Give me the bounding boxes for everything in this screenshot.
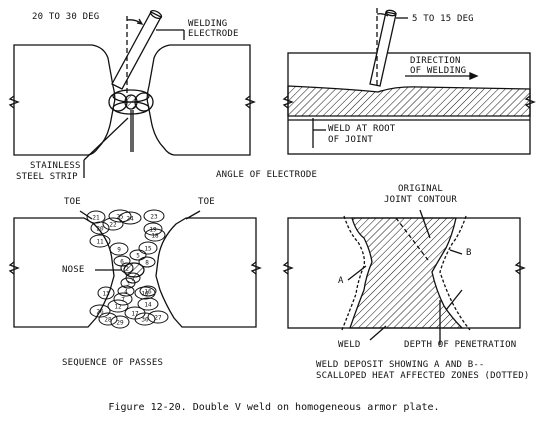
weld-pass-number: 16	[144, 289, 152, 296]
weld-pass	[120, 277, 136, 289]
weld-pass	[138, 241, 158, 255]
panel-sequence: 1234567891011121314151617181920212223242…	[8, 209, 262, 329]
direction-label-2: OF WELDING	[410, 66, 467, 76]
weld-pass-number: 17	[131, 311, 139, 318]
weld-label: WELD	[338, 340, 361, 350]
panel-direction	[282, 8, 536, 155]
welding-electrode-label-2: ELECTRODE	[188, 29, 239, 39]
weld-pass	[86, 210, 106, 224]
weld-pass	[144, 228, 166, 242]
weld-pass-number: 28	[104, 317, 112, 324]
weld-pass-number: 1	[131, 276, 135, 283]
weld-pass	[102, 217, 124, 231]
panel-electrode-angle	[8, 9, 256, 178]
weld-pass-number: 9	[117, 247, 121, 254]
weld-pass	[137, 297, 159, 311]
weld-pass-number: 11	[96, 239, 104, 246]
weld-pass-number: 27	[154, 315, 162, 322]
weld-pass-number: 15	[144, 246, 152, 253]
weld-pass	[118, 211, 142, 225]
weld-pass-number: 18	[151, 233, 159, 240]
angle-label-left: 20 TO 30 DEG	[32, 12, 100, 22]
weld-pass	[107, 299, 129, 313]
sequence-of-passes-label: SEQUENCE OF PASSES	[62, 358, 164, 368]
weld-pass-number: 23	[150, 214, 158, 221]
original-contour-label-2: JOINT CONTOUR	[384, 195, 458, 205]
weld-pass-number: 10	[141, 291, 149, 298]
weld-deposit-label-1: WELD DEPOSIT SHOWING A AND B--	[316, 360, 485, 370]
weld-pass	[134, 312, 156, 326]
weld-pass-number: 8	[145, 260, 149, 267]
direction-label-1: DIRECTION	[410, 56, 461, 66]
weld-pass	[113, 255, 131, 267]
weld-pass-number: 26	[96, 309, 104, 316]
stainless-label-2: STEEL STRIP	[16, 172, 78, 182]
angle-of-electrode-label: ANGLE OF ELECTRODE	[216, 170, 318, 180]
weld-root-label-2: OF JOINT	[328, 135, 373, 145]
depth-of-penetration-label: DEPTH OF PENETRATION	[404, 340, 517, 350]
weld-pass-number: 30	[141, 317, 149, 324]
weld-pass-number: 12	[114, 304, 122, 311]
weld-pass	[147, 310, 169, 324]
weld-pass-number: 19	[149, 227, 157, 234]
weld-pass	[143, 222, 163, 236]
weld-pass	[143, 209, 165, 223]
weld-pass-number: 20	[96, 226, 104, 233]
weld-pass	[129, 249, 147, 261]
weld-pass-number: 22	[109, 222, 117, 229]
weld-pass	[117, 285, 135, 297]
weld-root-label-1: WELD AT ROOT	[328, 124, 396, 134]
weld-pass-number: 14	[144, 302, 152, 309]
weld-pass-number: 13	[102, 291, 110, 298]
weld-pass	[113, 292, 133, 306]
toe-label-right: TOE	[198, 197, 215, 207]
weld-pass	[109, 242, 129, 256]
weld-pass	[98, 312, 118, 326]
panel-weld-deposit	[282, 209, 526, 345]
weld-pass-number: 5	[136, 253, 140, 260]
figure-caption: Figure 12-20. Double V weld on homogeneo…	[108, 402, 440, 413]
weld-pass	[138, 256, 156, 268]
stainless-label-1: STAINLESS	[30, 161, 81, 171]
weld-pass-number: 3	[126, 281, 130, 288]
original-contour-label-1: ORIGINAL	[398, 184, 443, 194]
label-b: B	[466, 248, 472, 258]
weld-pass	[89, 234, 111, 248]
nose-label: NOSE	[62, 265, 85, 275]
weld-deposit-label-2: SCALLOPED HEAT AFFECTED ZONES (DOTTED)	[316, 371, 530, 381]
weld-pass-number: 7	[121, 297, 125, 304]
weld-pass-number: 4	[124, 289, 128, 296]
weld-pass	[108, 209, 132, 223]
weld-pass	[139, 285, 157, 297]
weld-pass-number: 21	[92, 215, 100, 222]
weld-pass	[110, 315, 130, 329]
weld-pass-number: 25	[116, 214, 124, 221]
toe-label-left: TOE	[64, 197, 81, 207]
welding-electrode-label-1: WELDING	[188, 19, 228, 29]
weld-pass-number: 6	[120, 259, 124, 266]
weld-pass	[97, 286, 115, 300]
weld-pass-number: 29	[116, 320, 124, 327]
angle-label-right: 5 TO 15 DEG	[412, 14, 474, 24]
label-a: A	[338, 276, 344, 286]
